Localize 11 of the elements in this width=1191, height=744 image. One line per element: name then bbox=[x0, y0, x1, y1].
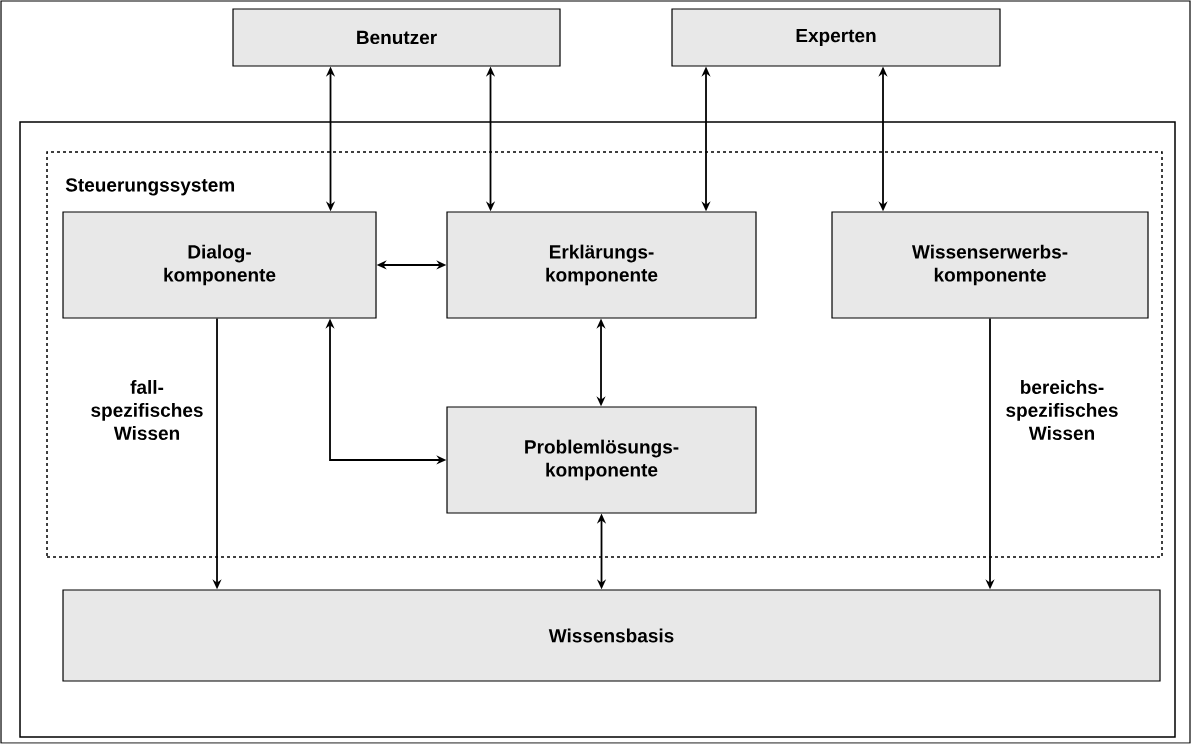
component-box: Experten bbox=[671, 8, 1001, 67]
edge-label: bereichs- spezifisches Wissen bbox=[1006, 380, 1118, 440]
component-box: Wissenserwerbs- komponente bbox=[831, 211, 1149, 319]
system-frame bbox=[19, 121, 1176, 738]
component-box: Erklärungs- komponente bbox=[446, 211, 757, 319]
component-box: Benutzer bbox=[232, 8, 561, 67]
component-box: Wissensbasis bbox=[62, 589, 1161, 682]
component-box: Dialog- komponente bbox=[62, 211, 377, 319]
component-box: Problemlösungs- komponente bbox=[446, 406, 757, 514]
edge-label: fall- spezifisches Wissen bbox=[91, 380, 203, 440]
group-label: Steuerungssystem bbox=[65, 178, 234, 196]
